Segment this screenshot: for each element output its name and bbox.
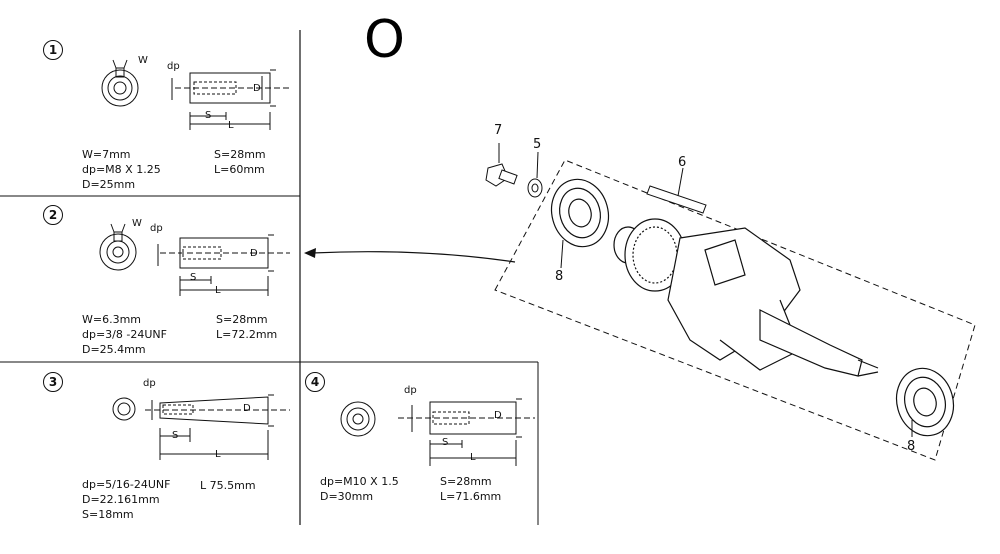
variant-4-spec-l: L=71.6mm <box>440 490 502 503</box>
variant-4-dp-label: dp <box>404 385 417 396</box>
variant-4-number: 4 <box>305 372 325 392</box>
bearing-8-left <box>550 178 610 248</box>
key-6 <box>646 185 707 214</box>
variant-3-d-label: D <box>243 403 251 414</box>
variant-2-shaft-drawing <box>99 223 290 296</box>
variant-1-spec-d: D=25mm <box>82 178 136 191</box>
variant-1-s-label: S <box>205 110 212 121</box>
variant-2-number: 2 <box>43 205 63 225</box>
variant-2-dp-label: dp <box>150 223 163 234</box>
variant-4-spec-dp: dp=M10 X 1.5 <box>320 475 399 488</box>
section-letter: O <box>364 10 405 70</box>
part-label-8-right: 8 <box>907 439 916 454</box>
variant-1-spec-s: S=28mm <box>214 148 266 161</box>
variant-3-spec-l: L 75.5mm <box>200 479 256 492</box>
variant-2-spec-dp: dp=3/8 -24UNF <box>82 328 167 341</box>
variant-2-spec-s: S=28mm <box>216 313 268 326</box>
variant-3-spec-s: S=18mm <box>82 508 134 521</box>
variant-1-l-label: L <box>228 120 234 131</box>
variant-2-spec-d: D=25.4mm <box>82 343 146 356</box>
variant-3-number: 3 <box>43 372 63 392</box>
bearing-8-right <box>895 367 955 437</box>
variant-4-l-label: L <box>470 452 476 463</box>
variant-4-shaft-drawing <box>340 398 535 466</box>
crankshaft <box>613 218 879 377</box>
variant-2-d-label: D <box>250 248 258 259</box>
part-label-8-left: 8 <box>555 269 564 284</box>
variant-2-l-label: L <box>215 285 221 296</box>
variant-2-spec-l: L=72.2mm <box>216 328 278 341</box>
variant-3-spec-d: D=22.161mm <box>82 493 160 506</box>
part-label-7: 7 <box>494 123 503 138</box>
variant-2-s-label: S <box>190 272 197 283</box>
variant-4-spec-d: D=30mm <box>320 490 374 503</box>
variant-4-s-label: S <box>442 437 449 448</box>
part-label-6: 6 <box>678 155 687 170</box>
variant-1-number: 1 <box>43 40 63 60</box>
pointer-arrow <box>311 251 516 263</box>
variant-1-spec-l: L=60mm <box>214 163 265 176</box>
variant-3-shaft-drawing <box>112 394 290 460</box>
variant-1-spec-w: W=7mm <box>82 148 131 161</box>
variant-3-spec-dp: dp=5/16-24UNF <box>82 478 171 491</box>
variant-1-d-label: D <box>253 83 261 94</box>
variant-1-dp-label: dp <box>167 61 180 72</box>
variant-1-shaft-drawing <box>101 59 290 130</box>
variant-3-s-label: S <box>172 430 179 441</box>
variant-1-w-label: W <box>138 55 148 66</box>
variant-4-spec-s: S=28mm <box>440 475 492 488</box>
variant-3-l-label: L <box>215 449 221 460</box>
part-label-5: 5 <box>533 137 542 152</box>
variant-2-spec-w: W=6.3mm <box>82 313 142 326</box>
washer-5 <box>527 178 543 198</box>
variant-1-spec-dp: dp=M8 X 1.25 <box>82 163 161 176</box>
variant-3-dp-label: dp <box>143 378 156 389</box>
bolt-7 <box>485 163 518 187</box>
variant-4-d-label: D <box>494 410 502 421</box>
variant-2-w-label: W <box>132 218 142 229</box>
